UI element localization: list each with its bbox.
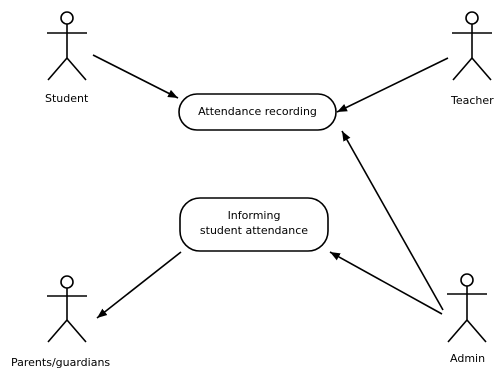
admin-to-informing-arrow: [329, 251, 443, 315]
use-case-attendance-recording-shape: [178, 93, 337, 131]
student-actor-icon: [47, 11, 87, 81]
admin-actor-icon: [447, 273, 487, 343]
admin-to-recording-arrow: [341, 130, 444, 311]
informing-to-parents-arrow: [96, 251, 182, 319]
teacher-actor-label: Teacher: [451, 94, 494, 107]
parents-actor-icon: [47, 275, 87, 343]
parents-actor-label: Parents/guardians: [11, 356, 111, 369]
use-case-attendance-recording-label: Attendance recording: [198, 105, 317, 118]
admin-actor-label: Admin: [450, 352, 486, 365]
teacher-actor-icon: [452, 11, 492, 81]
student-to-recording-arrow: [92, 54, 179, 99]
use-case-informing-label-line2: student attendance: [199, 224, 309, 237]
teacher-to-recording-arrow: [336, 57, 449, 113]
use-case-informing-attendance-shape: [179, 197, 329, 252]
use-case-informing-label-line1: Informing: [227, 209, 281, 222]
student-actor-label: Student: [45, 92, 89, 105]
